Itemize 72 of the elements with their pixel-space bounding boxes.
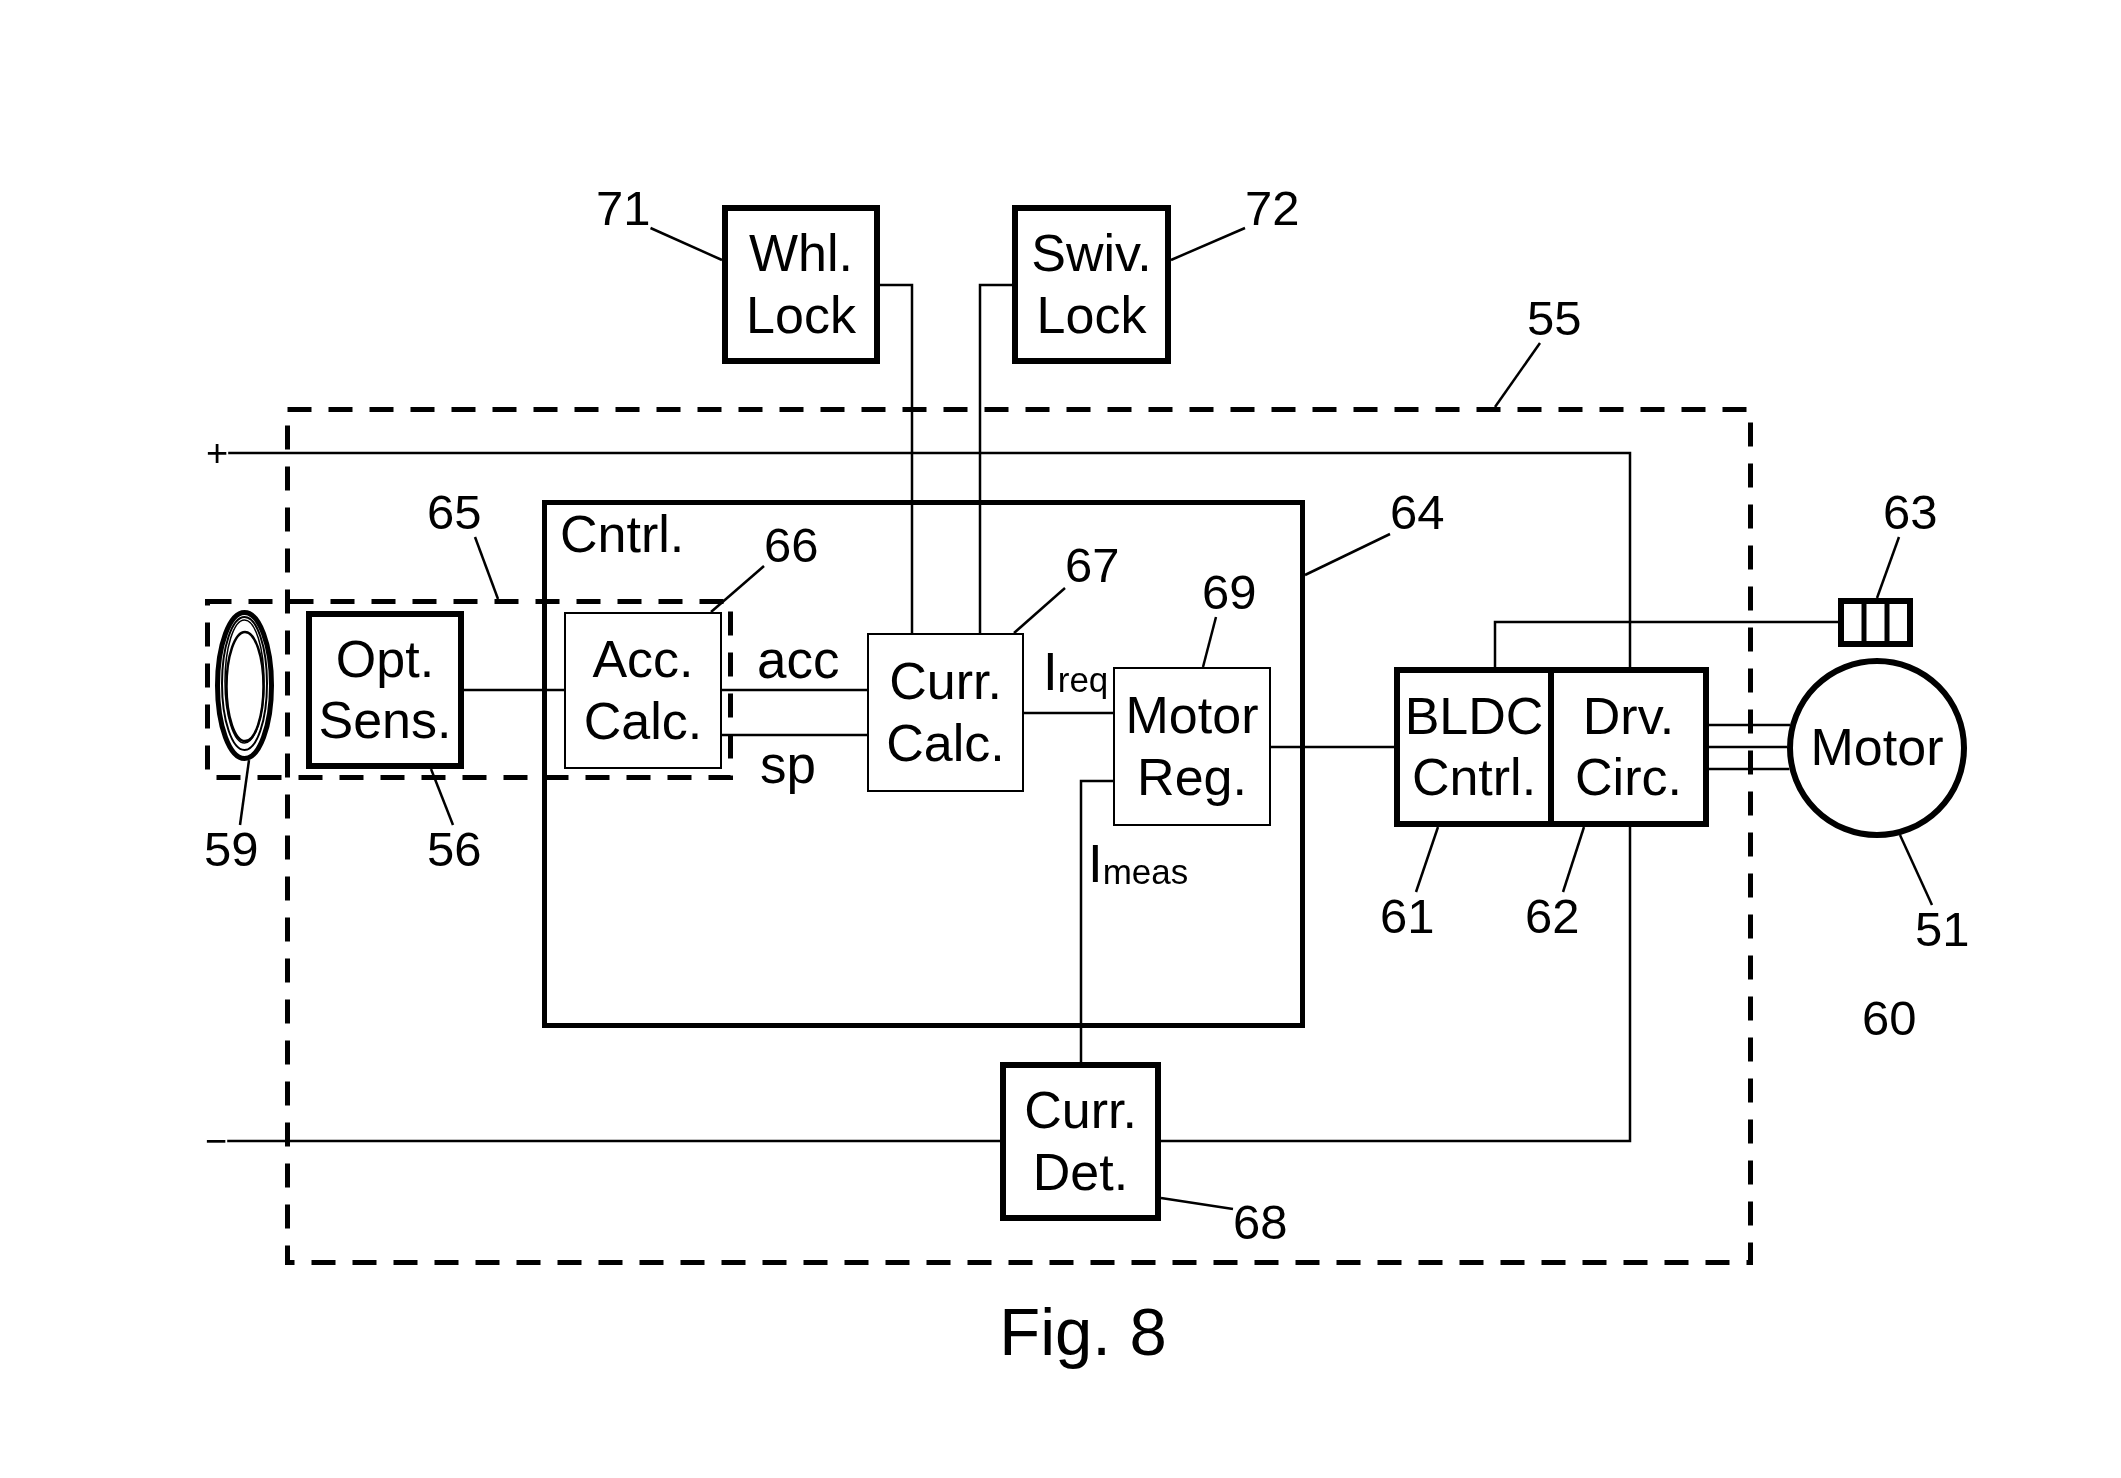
callout-number: 66	[764, 518, 819, 572]
callout-number: 59	[204, 822, 259, 876]
leader-line	[1201, 616, 1218, 668]
block-box	[1113, 667, 1271, 826]
block-label: Swiv. Lock	[1030, 223, 1153, 346]
callout-number: 68	[1233, 1195, 1288, 1249]
terminal-label: −	[205, 1120, 228, 1162]
connection-line	[228, 451, 1632, 667]
connection-line	[722, 688, 867, 692]
callout-number: 61	[1380, 889, 1435, 943]
circle-block	[1787, 658, 1967, 838]
connection-line	[1161, 827, 1632, 1143]
callout-number: 51	[1915, 902, 1970, 956]
callout-number: 71	[596, 181, 651, 235]
block-box	[564, 612, 722, 769]
connection-line	[978, 283, 1012, 633]
block-label: Whl. Lock	[745, 223, 857, 346]
block-label: Acc. Calc.	[583, 629, 703, 752]
leader-line	[1013, 587, 1066, 634]
dashed-boundary	[205, 599, 733, 780]
callout-number: 62	[1525, 889, 1580, 943]
connection-line	[1493, 620, 1838, 667]
connection-line	[1709, 723, 1790, 727]
connection-line	[1079, 779, 1113, 1062]
box-heading: Cntrl.	[560, 508, 685, 560]
connection-line	[1024, 711, 1113, 715]
callout-number: 60	[1862, 994, 1917, 1043]
connection-line	[464, 688, 564, 692]
block-box	[306, 611, 464, 769]
block-label: BLDC Cntrl.	[1404, 685, 1544, 808]
leader-line	[710, 565, 765, 613]
leader-line	[650, 226, 723, 262]
block-label: Drv. Circ.	[1574, 685, 1683, 808]
segmented-block	[1838, 598, 1913, 647]
connection-line	[722, 733, 867, 737]
callout-number: 67	[1065, 538, 1120, 592]
leader-line	[1493, 342, 1542, 408]
block-label: Curr. Calc.	[885, 651, 1006, 774]
connection-line	[1271, 745, 1394, 749]
block-label: Curr. Det.	[1023, 1080, 1138, 1203]
oval-ring	[215, 610, 274, 761]
block-box	[867, 633, 1024, 792]
block-box	[542, 500, 1305, 1028]
connection-line	[880, 283, 914, 633]
callout-number: 69	[1202, 565, 1257, 619]
terminal-label: +	[206, 432, 229, 474]
connection-line	[1709, 767, 1790, 771]
connection-line	[1709, 745, 1787, 749]
callout-number: 56	[427, 822, 482, 876]
leader-line	[238, 759, 251, 826]
block-label: Motor Reg.	[1125, 685, 1259, 808]
dashed-boundary	[285, 407, 1753, 1265]
callout-number: 64	[1390, 485, 1445, 539]
leader-line	[473, 536, 500, 600]
block-box	[722, 205, 880, 364]
callout-number: 65	[427, 485, 482, 539]
leader-line	[1875, 536, 1901, 599]
leader-line	[1414, 826, 1440, 893]
leader-line	[1304, 532, 1391, 577]
leader-line	[1160, 1196, 1234, 1211]
leader-line	[1561, 826, 1586, 893]
callout-number: 72	[1245, 181, 1300, 235]
leader-line	[429, 768, 455, 826]
block-label: Motor	[1810, 717, 1944, 779]
callout-number: 55	[1527, 291, 1582, 345]
block-box	[1012, 205, 1171, 364]
connection-line	[227, 1139, 1000, 1143]
block-box	[1000, 1062, 1161, 1221]
callout-number: 63	[1883, 485, 1938, 539]
block-label: Opt. Sens.	[318, 628, 452, 751]
leader-line	[1898, 834, 1934, 906]
leader-line	[1170, 226, 1246, 262]
